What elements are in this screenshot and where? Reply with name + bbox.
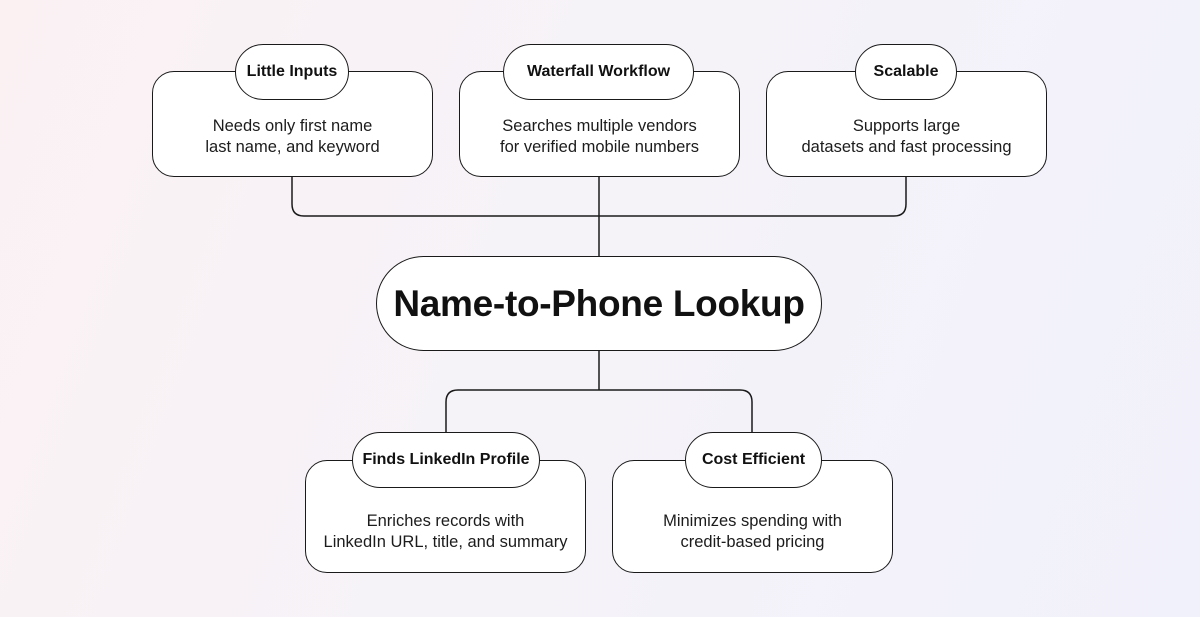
feature-label-text: Little Inputs — [246, 63, 338, 80]
description-line: Searches multiple vendors — [502, 117, 697, 135]
feature-description: Searches multiple vendors for verified m… — [460, 116, 739, 158]
feature-description: Enriches records with LinkedIn URL, titl… — [306, 511, 585, 553]
description-line: credit-based pricing — [680, 533, 825, 551]
feature-label-scalable: Scalable — [855, 44, 957, 100]
feature-card-scalable: Supports large datasets and fast process… — [766, 71, 1047, 177]
description-line: datasets and fast processing — [801, 138, 1012, 156]
description-line: Enriches records with — [366, 512, 525, 530]
description-line: Needs only first name — [212, 117, 373, 135]
feature-label-text: Scalable — [873, 63, 939, 80]
feature-description: Minimizes spending with credit-based pri… — [613, 511, 892, 553]
feature-label-waterfall-workflow: Waterfall Workflow — [503, 44, 694, 100]
feature-label-little-inputs: Little Inputs — [235, 44, 349, 100]
description-line: Minimizes spending with — [663, 512, 842, 530]
central-title-node: Name-to-Phone Lookup — [376, 256, 822, 351]
feature-label-text: Waterfall Workflow — [526, 63, 671, 80]
description-line: Supports large — [852, 117, 961, 135]
connector-bottom-right — [599, 389, 753, 432]
feature-description: Needs only first name last name, and key… — [153, 116, 432, 158]
feature-label-text: Finds LinkedIn Profile — [362, 451, 530, 468]
description-line: for verified mobile numbers — [500, 138, 699, 156]
connector-top-right — [599, 177, 907, 217]
description-line: LinkedIn URL, title, and summary — [323, 533, 568, 551]
description-line: last name, and keyword — [205, 138, 380, 156]
page-title: Name-to-Phone Lookup — [393, 282, 805, 324]
connector-top-left — [291, 177, 599, 217]
feature-label-finds-linkedin-profile: Finds LinkedIn Profile — [352, 432, 540, 488]
feature-description: Supports large datasets and fast process… — [767, 116, 1046, 158]
feature-card-waterfall-workflow: Searches multiple vendors for verified m… — [459, 71, 740, 177]
feature-label-text: Cost Efficient — [701, 451, 806, 468]
feature-label-cost-efficient: Cost Efficient — [685, 432, 822, 488]
connector-bottom-left — [445, 389, 599, 432]
